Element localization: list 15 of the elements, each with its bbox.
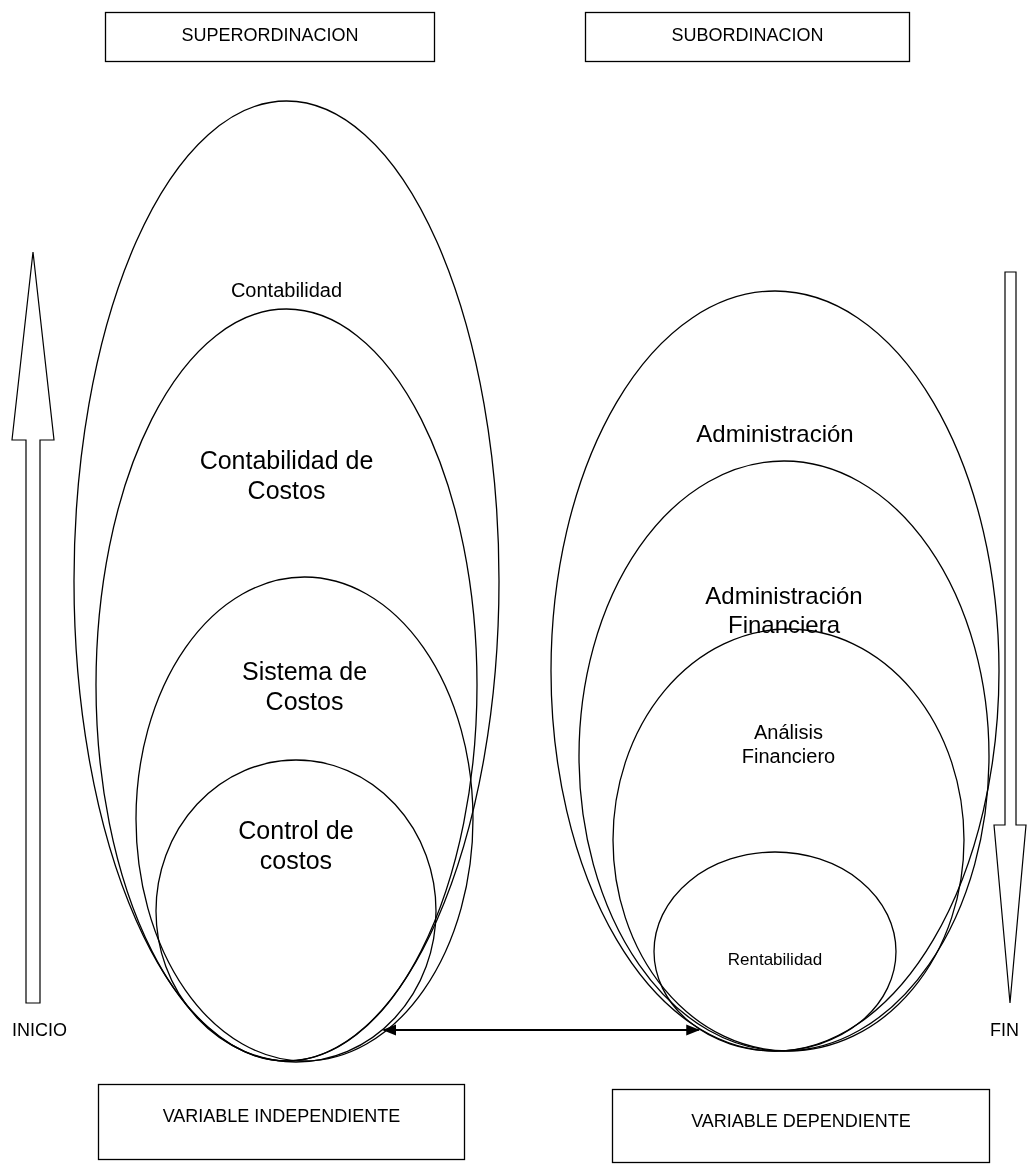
axis-label: INICIO bbox=[12, 1020, 67, 1041]
node-label: VARIABLE DEPENDIENTE bbox=[690, 1111, 912, 1133]
axis-label: FIN bbox=[990, 1020, 1019, 1041]
node-label: Administración Financiera bbox=[704, 582, 864, 640]
node-label: Sistema de Costos bbox=[240, 656, 369, 716]
node-label: Análisis Financiero bbox=[740, 720, 837, 768]
node-label: Rentabilidad bbox=[726, 950, 824, 971]
node-label: Contabilidad bbox=[229, 278, 344, 302]
node-label: SUBORDINACION bbox=[670, 25, 825, 47]
node-label: Control de costos bbox=[237, 815, 355, 875]
node-label: Contabilidad de Costos bbox=[198, 445, 375, 505]
node-label: VARIABLE INDEPENDIENTE bbox=[161, 1106, 402, 1128]
double-arrow bbox=[382, 1024, 701, 1036]
node-label: Administración bbox=[695, 420, 855, 449]
node-label: SUPERORDINACION bbox=[180, 25, 360, 47]
